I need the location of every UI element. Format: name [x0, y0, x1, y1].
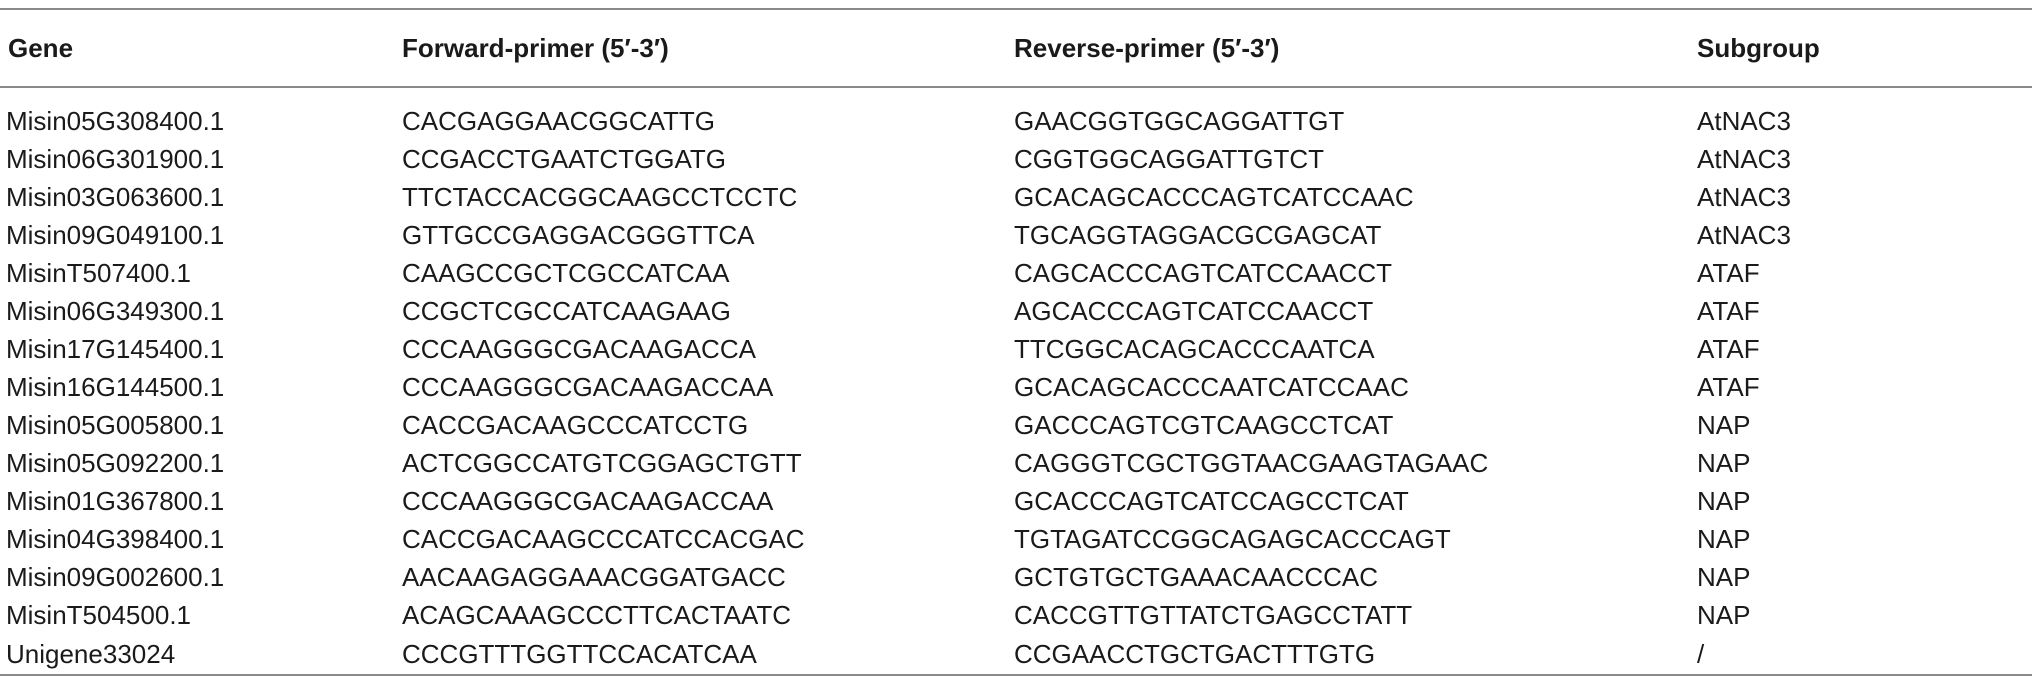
- cell-reverse-primer: GCACAGCACCCAATCATCCAAC: [1014, 371, 1409, 402]
- cell-subgroup: NAP: [1697, 485, 1751, 516]
- table-row: MisinT507400.1 CAAGCCGCTCGCCATCAA CAGCAC…: [0, 254, 2032, 292]
- cell-gene: MisinT507400.1: [6, 257, 191, 288]
- table-row: Misin03G063600.1 TTCTACCACGGCAAGCCTCCTC …: [0, 178, 2032, 216]
- cell-forward-primer: CCCAAGGGCGACAAGACCAA: [402, 371, 774, 402]
- header-reverse-primer: Reverse-primer (5′-3′): [1014, 32, 1280, 63]
- cell-forward-primer: TTCTACCACGGCAAGCCTCCTC: [402, 181, 798, 212]
- cell-reverse-primer: GCACCCAGTCATCCAGCCTCAT: [1014, 485, 1409, 516]
- cell-reverse-primer: TTCGGCACAGCACCCAATCA: [1014, 333, 1375, 364]
- cell-subgroup: AtNAC3: [1697, 181, 1791, 212]
- cell-reverse-primer: TGTAGATCCGGCAGAGCACCCAGT: [1014, 523, 1451, 554]
- cell-subgroup: NAP: [1697, 561, 1751, 592]
- table-body: Misin05G308400.1 CACGAGGAACGGCATTG GAACG…: [0, 87, 2032, 675]
- cell-reverse-primer: GCACAGCACCCAGTCATCCAAC: [1014, 181, 1414, 212]
- cell-reverse-primer: CACCGTTGTTATCTGAGCCTATT: [1014, 599, 1413, 630]
- cell-gene: Misin05G308400.1: [6, 105, 225, 136]
- cell-reverse-primer: TGCAGGTAGGACGCGAGCAT: [1014, 219, 1382, 250]
- table-row: Misin01G367800.1 CCCAAGGGCGACAAGACCAA GC…: [0, 482, 2032, 520]
- cell-subgroup: NAP: [1697, 447, 1751, 478]
- cell-forward-primer: GTTGCCGAGGACGGGTTCA: [402, 219, 755, 250]
- table-row: Misin04G398400.1 CACCGACAAGCCCATCCACGAC …: [0, 520, 2032, 558]
- cell-subgroup: ATAF: [1697, 333, 1760, 364]
- table-row: Misin05G005800.1 CACCGACAAGCCCATCCTG GAC…: [0, 406, 2032, 444]
- cell-subgroup: AtNAC3: [1697, 143, 1791, 174]
- cell-subgroup: AtNAC3: [1697, 105, 1791, 136]
- cell-gene: Misin06G349300.1: [6, 295, 225, 326]
- table-row: Misin06G349300.1 CCGCTCGCCATCAAGAAG AGCA…: [0, 292, 2032, 330]
- cell-gene: Misin05G092200.1: [6, 447, 225, 478]
- cell-forward-primer: CACCGACAAGCCCATCCACGAC: [402, 523, 805, 554]
- cell-subgroup: ATAF: [1697, 371, 1760, 402]
- cell-gene: Misin06G301900.1: [6, 143, 225, 174]
- header-forward-primer: Forward-primer (5′-3′): [402, 32, 669, 63]
- header-subgroup: Subgroup: [1697, 32, 1820, 63]
- table-row: Misin05G092200.1 ACTCGGCCATGTCGGAGCTGTT …: [0, 444, 2032, 482]
- cell-gene: Misin01G367800.1: [6, 485, 225, 516]
- cell-subgroup: ATAF: [1697, 257, 1760, 288]
- header-row: Gene Forward-primer (5′-3′) Reverse-prim…: [0, 9, 2032, 87]
- table-row: Misin09G002600.1 AACAAGAGGAAACGGATGACC G…: [0, 558, 2032, 596]
- table-header: Gene Forward-primer (5′-3′) Reverse-prim…: [0, 9, 2032, 87]
- cell-forward-primer: ACAGCAAAGCCCTTCACTAATC: [402, 599, 792, 630]
- cell-reverse-primer: GCTGTGCTGAAACAACCCAC: [1014, 561, 1379, 592]
- cell-forward-primer: CCGCTCGCCATCAAGAAG: [402, 295, 731, 326]
- cell-reverse-primer: GAACGGTGGCAGGATTGT: [1014, 105, 1345, 136]
- cell-gene: Misin09G049100.1: [6, 219, 225, 250]
- cell-forward-primer: CCGACCTGAATCTGGATG: [402, 143, 727, 174]
- table-row: MisinT504500.1 ACAGCAAAGCCCTTCACTAATC CA…: [0, 596, 2032, 634]
- primer-table: Gene Forward-primer (5′-3′) Reverse-prim…: [0, 8, 2032, 676]
- table-row: Misin09G049100.1 GTTGCCGAGGACGGGTTCA TGC…: [0, 216, 2032, 254]
- cell-gene: Misin05G005800.1: [6, 409, 225, 440]
- cell-subgroup: ATAF: [1697, 295, 1760, 326]
- cell-forward-primer: ACTCGGCCATGTCGGAGCTGTT: [402, 447, 802, 478]
- cell-forward-primer: CACCGACAAGCCCATCCTG: [402, 409, 749, 440]
- cell-subgroup: AtNAC3: [1697, 219, 1791, 250]
- cell-forward-primer: CCCAAGGGCGACAAGACCAA: [402, 485, 774, 516]
- table-row: Unigene33024 CCCGTTTGGTTCCACATCAA CCGAAC…: [0, 634, 2032, 675]
- cell-subgroup: NAP: [1697, 409, 1751, 440]
- table-row: Misin16G144500.1 CCCAAGGGCGACAAGACCAA GC…: [0, 368, 2032, 406]
- cell-forward-primer: CAAGCCGCTCGCCATCAA: [402, 257, 730, 288]
- cell-gene: Misin09G002600.1: [6, 561, 225, 592]
- cell-gene: Misin04G398400.1: [6, 523, 225, 554]
- cell-gene: MisinT504500.1: [6, 599, 191, 630]
- cell-reverse-primer: CCGAACCTGCTGACTTTGTG: [1014, 638, 1376, 669]
- cell-reverse-primer: CGGTGGCAGGATTGTCT: [1014, 143, 1325, 174]
- cell-reverse-primer: CAGCACCCAGTCATCCAACCT: [1014, 257, 1392, 288]
- table-row: Misin05G308400.1 CACGAGGAACGGCATTG GAACG…: [0, 87, 2032, 140]
- cell-forward-primer: AACAAGAGGAAACGGATGACC: [402, 561, 786, 592]
- table-row: Misin06G301900.1 CCGACCTGAATCTGGATG CGGT…: [0, 140, 2032, 178]
- table-row: Misin17G145400.1 CCCAAGGGCGACAAGACCA TTC…: [0, 330, 2032, 368]
- cell-forward-primer: CACGAGGAACGGCATTG: [402, 105, 715, 136]
- cell-subgroup: NAP: [1697, 599, 1751, 630]
- cell-gene: Misin03G063600.1: [6, 181, 225, 212]
- cell-reverse-primer: AGCACCCAGTCATCCAACCT: [1014, 295, 1374, 326]
- cell-gene: Unigene33024: [6, 638, 176, 669]
- cell-reverse-primer: GACCCAGTCGTCAAGCCTCAT: [1014, 409, 1394, 440]
- cell-gene: Misin17G145400.1: [6, 333, 225, 364]
- header-gene: Gene: [8, 32, 74, 63]
- cell-subgroup: /: [1697, 638, 1705, 669]
- cell-reverse-primer: CAGGGTCGCTGGTAACGAAGTAGAAC: [1014, 447, 1489, 478]
- cell-subgroup: NAP: [1697, 523, 1751, 554]
- cell-forward-primer: CCCGTTTGGTTCCACATCAA: [402, 638, 757, 669]
- cell-gene: Misin16G144500.1: [6, 371, 225, 402]
- cell-forward-primer: CCCAAGGGCGACAAGACCA: [402, 333, 756, 364]
